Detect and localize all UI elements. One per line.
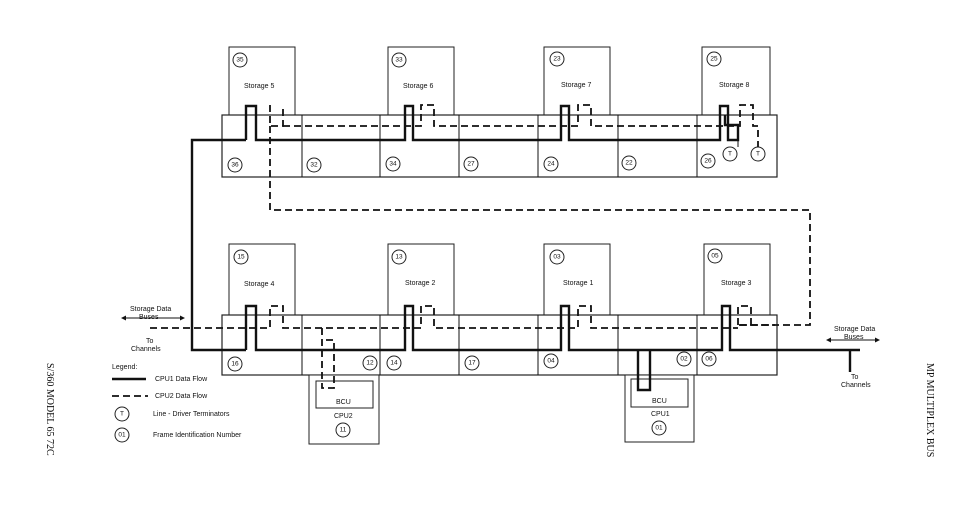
cpu2-label: CPU2 [334,413,353,420]
frame-25-number: 25 [710,56,718,63]
cpu2-bcu-box [315,380,374,409]
frame-35-circle [232,52,248,68]
frame-16-number: 16 [231,361,239,368]
frame-35-number: 35 [236,57,244,64]
cpu1-data-flow [190,104,860,392]
storage-5-label: Storage 5 [244,83,274,90]
cpu1-bcu-box [630,378,689,408]
frame-04-number: 04 [547,358,555,365]
frame-17-circle [464,355,480,371]
frame-33-circle [391,52,407,68]
frame-04-circle [543,353,559,369]
terminator-1-symbol: T [728,151,732,158]
cpu1-bcu-label: BCU [652,398,667,405]
frame-23-circle [549,51,565,67]
frame-24-number: 24 [547,161,555,168]
to-channels-right-line2: Channels [841,382,871,389]
legend-frame-circle [114,427,130,443]
bottom-bus-frame [221,314,778,376]
top-bus-frame [221,114,778,178]
terminator-2-symbol: T [756,151,760,158]
frame-15-number: 15 [237,254,245,261]
legend-title: Legend: [112,364,137,371]
frame-34-number: 34 [389,161,397,168]
cpu2-data-flow [150,104,811,389]
frame-12-number: 12 [366,360,374,367]
frame-23-number: 23 [553,56,561,63]
right-annotations: Storage Data Buses To Channels [826,326,880,389]
storage-3-label: Storage 3 [721,280,751,287]
storage-data-buses-right-line2: Buses [844,334,864,341]
left-annotations: Storage Data Buses To Channels [121,306,185,353]
frame-22-circle [621,155,637,171]
to-channels-left-line1: To [146,338,154,345]
cpu2-bcu-label: BCU [336,399,351,406]
frame-34-circle [385,156,401,172]
frame-03-number: 03 [553,254,561,261]
frame-03-circle [549,249,565,265]
frame-01-circle [651,420,667,436]
cpu2-unit: BCU CPU2 11 [308,374,380,445]
storage-4-label: Storage 4 [244,281,274,288]
frame-36-circle [227,157,243,173]
frame-14-circle [386,355,402,371]
legend-cpu1-label: CPU1 Data Flow [155,376,208,383]
storage-6-label: Storage 6 [403,83,433,90]
frame-13-number: 13 [395,254,403,261]
frame-25-circle [706,51,722,67]
frame-01-number: 01 [655,425,663,432]
frame-32-number: 32 [310,162,318,169]
frame-26-circle [700,153,716,169]
frame-16-circle [227,356,243,372]
to-channels-right-line1: To [851,374,859,381]
frame-22-number: 22 [625,160,633,167]
legend-frame-label: Frame Identification Number [153,432,242,439]
frame-11-circle [335,422,351,438]
to-channels-left-line2: Channels [131,346,161,353]
frame-02-number: 02 [680,356,688,363]
frame-02-circle [676,351,692,367]
right-side-caption: MP MULTIPLEX BUS [924,363,935,457]
storage-2-label: Storage 2 [405,280,435,287]
storage-1-label: Storage 1 [563,280,593,287]
frame-05-number: 05 [711,253,719,260]
legend-cpu2-label: CPU2 Data Flow [155,393,208,400]
cpu1-unit: BCU CPU1 01 [624,374,695,443]
legend-terminator-label: Line - Driver Terminators [153,411,230,418]
frame-06-number: 06 [705,356,713,363]
frame-12-circle [362,355,378,371]
frame-24-circle [543,156,559,172]
storage-8-label: Storage 8 [719,82,749,89]
frame-32-circle [306,157,322,173]
frame-15-circle [233,249,249,265]
storage-data-buses-left-line1: Storage Data [130,306,171,313]
frame-36-number: 36 [231,162,239,169]
legend-terminator-circle [114,406,130,422]
frame-11-number: 11 [340,427,347,434]
frame-33-number: 33 [395,57,403,64]
storage-data-buses-right-line1: Storage Data [834,326,875,333]
frame-26-number: 26 [704,158,712,165]
bottom-row: Storage 4 Storage 2 Storage 1 Storage 3 … [221,243,778,376]
frame-17-number: 17 [468,360,476,367]
cpu1-label: CPU1 [651,411,670,418]
frame-13-circle [391,249,407,265]
frame-05-circle [707,248,723,264]
top-row: Storage 5 Storage 6 Storage 7 Storage 8 … [221,46,778,178]
frame-06-circle [701,351,717,367]
storage-7-label: Storage 7 [561,82,591,89]
frame-27-circle [463,156,479,172]
terminator-1-circle [722,146,738,162]
frame-14-number: 14 [390,360,398,367]
legend: Legend: CPU1 Data Flow CPU2 Data Flow T … [112,364,242,443]
left-side-caption: S/360 MODEL 65 72C [44,363,55,456]
legend-frame-symbol: 01 [118,432,126,439]
legend-terminator-symbol: T [120,411,124,418]
frame-27-number: 27 [467,161,475,168]
